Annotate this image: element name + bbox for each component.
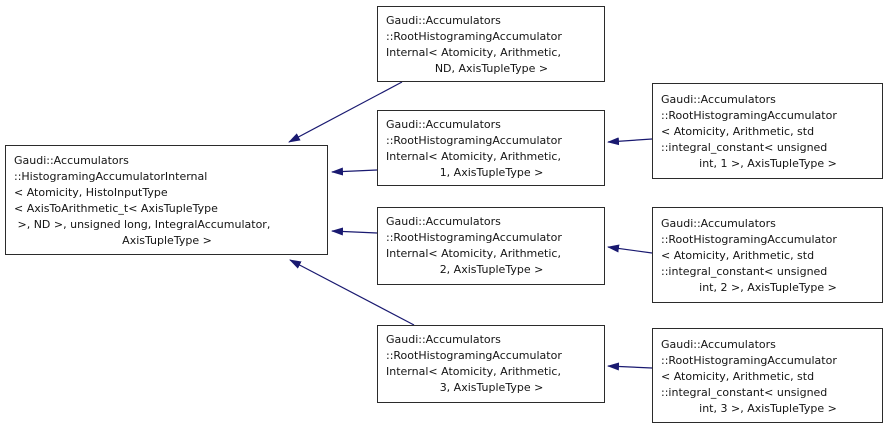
node-label-line: int, 3 >, AxisTupleType > xyxy=(699,402,837,415)
node-label-line: < Atomicity, Arithmetic, std xyxy=(661,249,815,262)
node-label-line: ND, AxisTupleType > xyxy=(434,62,549,75)
node-label-line: ::integral_constant< unsigned xyxy=(661,265,828,278)
node-label-line: Gaudi::Accumulators xyxy=(386,14,501,27)
node-label-line: Gaudi::Accumulators xyxy=(661,93,776,106)
node-label-line: Internal< Atomicity, Arithmetic, xyxy=(386,365,561,378)
node-label-line: ::RootHistogramingAccumulator xyxy=(386,231,562,244)
inheritance-edge-acc3-to-internal3 xyxy=(607,362,653,371)
node-label-line: ::RootHistogramingAccumulator xyxy=(661,233,837,246)
node-label-line: 1, AxisTupleType > xyxy=(439,166,544,179)
node-label-line: Internal< Atomicity, Arithmetic, xyxy=(386,247,561,260)
node-label-line: ::RootHistogramingAccumulator xyxy=(386,349,562,362)
class-node-root-histograming-accumulator-1[interactable]: Gaudi::Accumulators ::RootHistogramingAc… xyxy=(652,83,883,179)
node-label-line: Gaudi::Accumulators xyxy=(386,333,501,346)
node-label-line: ::RootHistogramingAccumulator xyxy=(661,109,837,122)
inheritance-edge-1-to-base xyxy=(331,167,378,176)
node-label-line: Gaudi::Accumulators xyxy=(661,338,776,351)
class-node-root-histograming-accumulator-internal-2[interactable]: Gaudi::Accumulators ::RootHistogramingAc… xyxy=(377,207,605,285)
node-label-line: ::RootHistogramingAccumulator xyxy=(386,134,562,147)
node-label-line: Gaudi::Accumulators xyxy=(661,217,776,230)
node-label-line: ::integral_constant< unsigned xyxy=(661,386,828,399)
node-label-line: ::RootHistogramingAccumulator xyxy=(386,30,562,43)
node-label-line: int, 2 >, AxisTupleType > xyxy=(699,281,837,294)
class-node-root-histograming-accumulator-internal-nd[interactable]: Gaudi::Accumulators ::RootHistogramingAc… xyxy=(377,6,605,82)
node-label-line: < Atomicity, HistoInputType xyxy=(14,186,168,199)
node-label-line: ::RootHistogramingAccumulator xyxy=(661,354,837,367)
node-label-line: Gaudi::Accumulators xyxy=(14,154,129,167)
node-label-line: >, ND >, unsigned long, IntegralAccumula… xyxy=(14,218,271,231)
node-label-line: int, 1 >, AxisTupleType > xyxy=(699,157,837,170)
node-label-line: < AxisToArithmetic_t< AxisTupleType xyxy=(14,202,218,215)
class-node-root-histograming-accumulator-3[interactable]: Gaudi::Accumulators ::RootHistogramingAc… xyxy=(652,328,883,423)
node-label-line: ::integral_constant< unsigned xyxy=(661,141,828,154)
node-label-line: 3, AxisTupleType > xyxy=(439,381,544,394)
node-label-line: Gaudi::Accumulators xyxy=(386,215,501,228)
inheritance-edge-acc2-to-internal2 xyxy=(607,244,653,254)
node-label-line: Gaudi::Accumulators xyxy=(386,118,501,131)
node-label-line: ::HistogramingAccumulatorInternal xyxy=(14,170,208,183)
inheritance-edge-acc1-to-internal1 xyxy=(607,137,653,146)
class-node-root-histograming-accumulator-internal-3[interactable]: Gaudi::Accumulators ::RootHistogramingAc… xyxy=(377,325,605,403)
class-node-root-histograming-accumulator-2[interactable]: Gaudi::Accumulators ::RootHistogramingAc… xyxy=(652,207,883,303)
node-label-line: Internal< Atomicity, Arithmetic, xyxy=(386,150,561,163)
class-node-histograming-accumulator-internal[interactable]: Gaudi::Accumulators ::HistogramingAccumu… xyxy=(5,145,328,255)
node-label-line: < Atomicity, Arithmetic, std xyxy=(661,125,815,138)
inheritance-edge-2-to-base xyxy=(331,227,378,236)
node-label-line: AxisTupleType > xyxy=(122,234,212,247)
node-label-line: Internal< Atomicity, Arithmetic, xyxy=(386,46,561,59)
node-label-line: 2, AxisTupleType > xyxy=(439,263,544,276)
node-label-line: < Atomicity, Arithmetic, std xyxy=(661,370,815,383)
class-node-root-histograming-accumulator-internal-1[interactable]: Gaudi::Accumulators ::RootHistogramingAc… xyxy=(377,110,605,186)
